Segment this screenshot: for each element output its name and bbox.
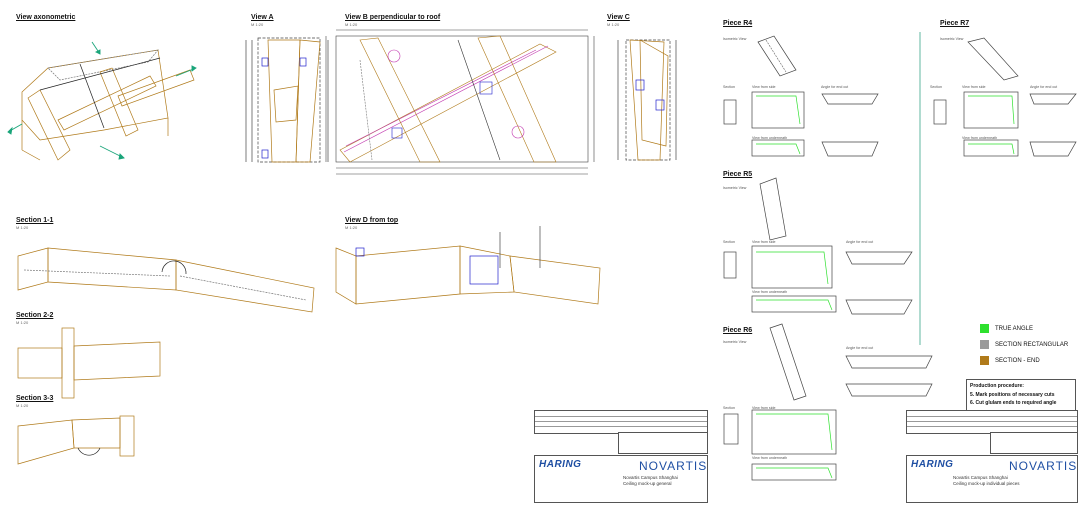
section-1-scale: M 1:20 xyxy=(16,225,29,230)
title-block-right: HARING NOVARTIS Novartis Campus Shanghai… xyxy=(906,455,1078,503)
legend-swatch-section-end xyxy=(980,356,989,365)
haring-logo-right: HARING xyxy=(911,459,954,470)
legend-section-rectangular: SECTION RECTANGULAR xyxy=(980,340,1068,349)
title-block-right-notes xyxy=(990,432,1078,454)
piece-r5-title: Piece R5 xyxy=(723,171,753,178)
project-name-right-1: Novartis Campus Shanghai xyxy=(953,475,1008,480)
novartis-logo-right: NOVARTIS xyxy=(1009,459,1078,473)
title-block-left: HARING NOVARTIS Novartis Campus Shanghai… xyxy=(534,455,708,503)
r6-side-label: View from side xyxy=(752,406,776,410)
r5-under-label: View from underneath xyxy=(752,290,788,294)
title-block-right-revisions xyxy=(906,410,1078,434)
section-2-scale: M 1:20 xyxy=(16,320,29,325)
legend-label-section-end: SECTION - END xyxy=(995,357,1040,364)
legend-true-angle: TRUE ANGLE xyxy=(980,324,1033,333)
view-c-title: View C xyxy=(607,14,630,21)
section-3-scale: M 1:20 xyxy=(16,403,29,408)
legend-label-true-angle: TRUE ANGLE xyxy=(995,325,1034,332)
view-b-scale: M 1:20 xyxy=(345,22,358,27)
r4-side-label: View from side xyxy=(752,85,776,89)
title-block-left-revisions xyxy=(534,410,708,434)
axonometric-arrows xyxy=(7,41,197,160)
r5-section-label: Section xyxy=(723,240,735,244)
production-heading: Production procedure: xyxy=(970,383,1024,389)
project-name-left-1: Novartis Campus Shanghai xyxy=(623,475,678,480)
view-d-scale: M 1:20 xyxy=(345,225,358,230)
r7-under-label: View from underneath xyxy=(962,136,998,140)
legend-swatch-section-rectangular xyxy=(980,340,989,349)
axonometric-drawing xyxy=(21,49,195,161)
production-step-5: 5. Mark positions of necessary cuts xyxy=(970,392,1055,398)
view-axonometric-title: View axonometric xyxy=(16,14,76,21)
view-a-scale: M 1:20 xyxy=(251,22,264,27)
title-block-left-notes xyxy=(618,432,708,454)
r7-angle-label: Angle for end cut xyxy=(1030,85,1058,89)
r6-angle-label: Angle for end cut xyxy=(846,346,874,350)
piece-r5-drawing xyxy=(723,177,913,315)
legend-section-end: SECTION - END xyxy=(980,356,1040,365)
view-b-title: View B perpendicular to roof xyxy=(345,14,441,21)
r4-section-label: Section xyxy=(723,85,735,89)
section-2-title: Section 2-2 xyxy=(16,312,54,319)
r5-side-label: View from side xyxy=(752,240,776,244)
section-1-title: Section 1-1 xyxy=(16,217,54,224)
section-1-drawing xyxy=(17,247,315,313)
r4-iso-label: Isometric View xyxy=(723,37,747,41)
view-b-drawing xyxy=(325,29,595,175)
r4-under-label: View from underneath xyxy=(752,136,788,140)
piece-r7-drawing xyxy=(933,37,1077,157)
view-a-title: View A xyxy=(251,14,274,21)
view-d-title: View D from top xyxy=(345,217,399,224)
project-name-left-2: Ceiling mock-up general xyxy=(623,481,672,486)
section-2-drawing xyxy=(17,327,161,399)
novartis-logo-left: NOVARTIS xyxy=(639,459,708,473)
view-c-drawing xyxy=(617,39,677,161)
view-a-drawing xyxy=(245,37,329,163)
r7-section-label: Section xyxy=(930,85,942,89)
r6-under-label: View from underneath xyxy=(752,456,788,460)
r7-side-label: View from side xyxy=(962,85,986,89)
piece-r4-drawing xyxy=(723,35,879,157)
project-name-right-2: Ceiling mock-up individual pieces xyxy=(953,481,1020,486)
piece-r7-title: Piece R7 xyxy=(940,20,970,27)
r6-section-label: Section xyxy=(723,406,735,410)
piece-r6-drawing xyxy=(723,323,933,481)
section-3-drawing xyxy=(17,415,135,465)
legend-swatch-true-angle xyxy=(980,324,989,333)
r6-iso-label: Isometric View xyxy=(723,340,747,344)
r5-iso-label: Isometric View xyxy=(723,186,747,190)
view-c-scale: M 1:20 xyxy=(607,22,620,27)
r7-iso-label: Isometric View xyxy=(940,37,964,41)
piece-r6-title: Piece R6 xyxy=(723,327,753,334)
legend-label-section-rectangular: SECTION RECTANGULAR xyxy=(995,341,1069,348)
production-step-6: 6. Cut glulam ends to required angle xyxy=(970,400,1057,406)
haring-logo-left: HARING xyxy=(539,459,582,470)
r5-angle-label: Angle for end cut xyxy=(846,240,874,244)
section-3-title: Section 3-3 xyxy=(16,395,54,402)
piece-r4-title: Piece R4 xyxy=(723,20,753,27)
r4-angle-label: Angle for end cut xyxy=(821,85,849,89)
view-d-drawing xyxy=(335,226,601,305)
